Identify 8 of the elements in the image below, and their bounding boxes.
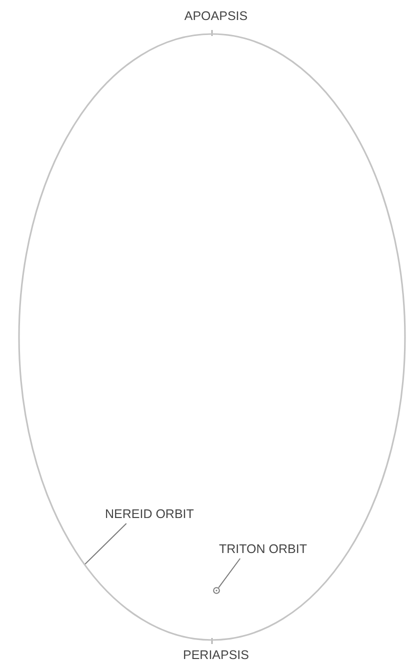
orbit-label: NEREID ORBIT (105, 508, 194, 520)
periapsis-label: PERIAPSIS (183, 649, 249, 662)
moon-marker (213, 587, 220, 594)
apoapsis-label: APOAPSIS (184, 10, 248, 22)
orbit-ellipse (18, 33, 406, 641)
orbit-label: TRITON ORBIT (219, 543, 307, 556)
leader-line (218, 558, 241, 588)
leader-line (84, 523, 127, 566)
